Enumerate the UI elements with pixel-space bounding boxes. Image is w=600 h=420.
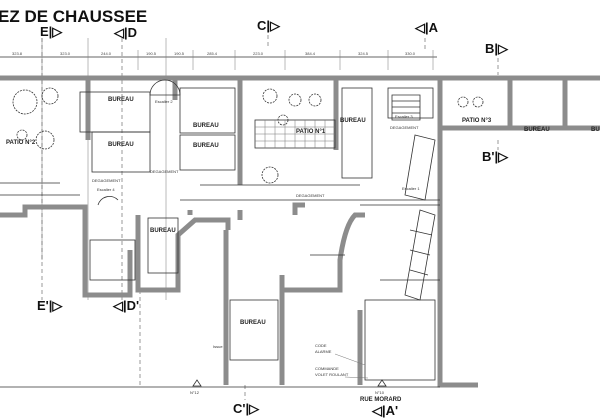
interior-partitions xyxy=(0,87,440,388)
room-label: BUREAU xyxy=(240,320,266,326)
street-number: N°12 xyxy=(190,390,200,395)
room-label: Escalier 1 xyxy=(402,186,420,191)
dimension-label: 223.0 xyxy=(253,51,264,56)
dimension-label: 244.0 xyxy=(101,51,112,56)
plan-title: EZ DE CHAUSSEE xyxy=(0,7,147,26)
room-label: DEGAGEMENT xyxy=(92,178,121,183)
section-marker-b: B|▷ xyxy=(485,41,509,56)
room-label: DEGAGEMENT xyxy=(390,125,419,130)
room-label: Escalier 4 xyxy=(97,187,115,192)
commande-label: COMMANDE xyxy=(315,366,339,371)
commande-label: VOLET ROULANT xyxy=(315,372,349,377)
section-marker-c-prime: C'|▷ xyxy=(233,401,260,416)
room-label: BUREAU xyxy=(340,118,366,124)
room-label: BUREAU xyxy=(150,228,176,234)
room-label: BUREAU xyxy=(108,97,134,103)
street-name: RUE MORARD xyxy=(360,397,402,403)
room-label: Issue xyxy=(213,344,223,349)
street-number: N°10 xyxy=(375,390,385,395)
section-marker-a: ◁|A xyxy=(414,20,439,35)
section-marker-e: E|▷ xyxy=(40,24,63,39)
staircases xyxy=(97,79,436,301)
room-label: Escalier 2 xyxy=(155,99,173,104)
section-marker-e-prime: E'|▷ xyxy=(37,298,63,313)
code-alarme-label: ALARME xyxy=(315,349,332,354)
dimension-label: 384.4 xyxy=(305,51,316,56)
room-label: PATIO N°3 xyxy=(462,118,492,124)
section-markers: E|▷ ◁|D C|▷ ◁|A B|▷ B'|▷ E'|▷ ◁|D' C'|▷ … xyxy=(37,18,509,418)
room-label: DEGAGEMENT xyxy=(150,169,179,174)
room-label: Escalier 3 xyxy=(395,114,413,119)
room-label: DEGAGEMENT xyxy=(296,193,325,198)
section-marker-d: ◁|D xyxy=(113,25,137,40)
section-marker-b-prime: B'|▷ xyxy=(482,149,509,164)
room-labels: PATIO N°2 BUREAU Escalier 2 BUREAU BUREA… xyxy=(6,97,600,349)
room-label: PATIO N°2 xyxy=(6,140,36,146)
section-marker-a-prime: ◁|A' xyxy=(371,403,398,418)
dimension-label: 323.0 xyxy=(60,51,71,56)
section-marker-d-prime: ◁|D' xyxy=(112,298,139,313)
room-label: BUREAU xyxy=(108,142,134,148)
dimension-label: 285.4 xyxy=(207,51,218,56)
patio-grid xyxy=(255,120,335,148)
room-label: BUREAU xyxy=(193,123,219,129)
walls xyxy=(0,75,600,388)
dimension-label: 330.0 xyxy=(405,51,416,56)
dimension-label: 190.5 xyxy=(146,51,157,56)
room-label: BUREAU xyxy=(193,143,219,149)
dimension-label: 323.8 xyxy=(12,51,23,56)
section-lines xyxy=(41,35,499,400)
room-label: BUREAU xyxy=(524,127,550,133)
annotations: CODE ALARME COMMANDE VOLET ROULANT N°12 … xyxy=(190,343,402,403)
dimension-label: 190.5 xyxy=(174,51,185,56)
trees xyxy=(12,87,484,184)
code-alarme-label: CODE xyxy=(315,343,327,348)
room-label: PATIO N°1 xyxy=(296,129,326,135)
section-marker-c: C|▷ xyxy=(257,18,281,33)
room-label: BU xyxy=(591,127,600,133)
dimension-label: 324.5 xyxy=(358,51,369,56)
